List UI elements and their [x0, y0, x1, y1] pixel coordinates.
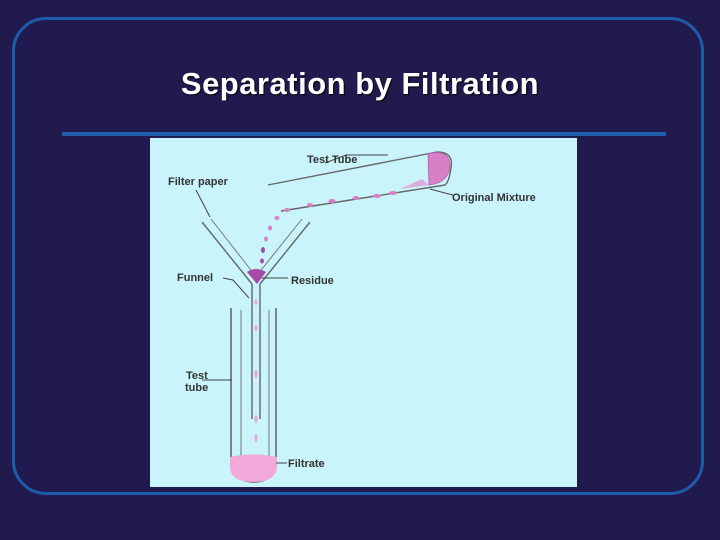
residue: [247, 269, 266, 284]
slide-title: Separation by Filtration: [180, 66, 540, 101]
original-mixture: [427, 152, 451, 186]
label-test-tube-side-line2: tube: [185, 382, 208, 394]
label-funnel: Funnel: [177, 272, 213, 284]
label-test-tube-side-line1: Test: [186, 370, 208, 382]
filtration-diagram: Test Tube Filter paper Original Mixture …: [150, 138, 577, 487]
label-filter-paper: Filter paper: [168, 176, 229, 188]
stem-drops: [254, 299, 258, 442]
pouring-test-tube: [267, 151, 453, 212]
slide-frame: [12, 17, 704, 495]
label-test-tube-top: Test Tube: [307, 154, 357, 166]
filtration-svg: Test Tube Filter paper Original Mixture …: [150, 138, 577, 487]
receiving-test-tube: [230, 308, 277, 483]
falling-drops: [260, 191, 397, 264]
title-underline: [62, 132, 666, 136]
label-original-mixture: Original Mixture: [452, 192, 536, 204]
label-filtrate: Filtrate: [288, 458, 325, 470]
figure-background: [150, 138, 577, 487]
label-pointers: [195, 154, 454, 464]
label-residue: Residue: [291, 275, 334, 287]
filtrate: [230, 454, 277, 482]
funnel: [201, 218, 311, 419]
